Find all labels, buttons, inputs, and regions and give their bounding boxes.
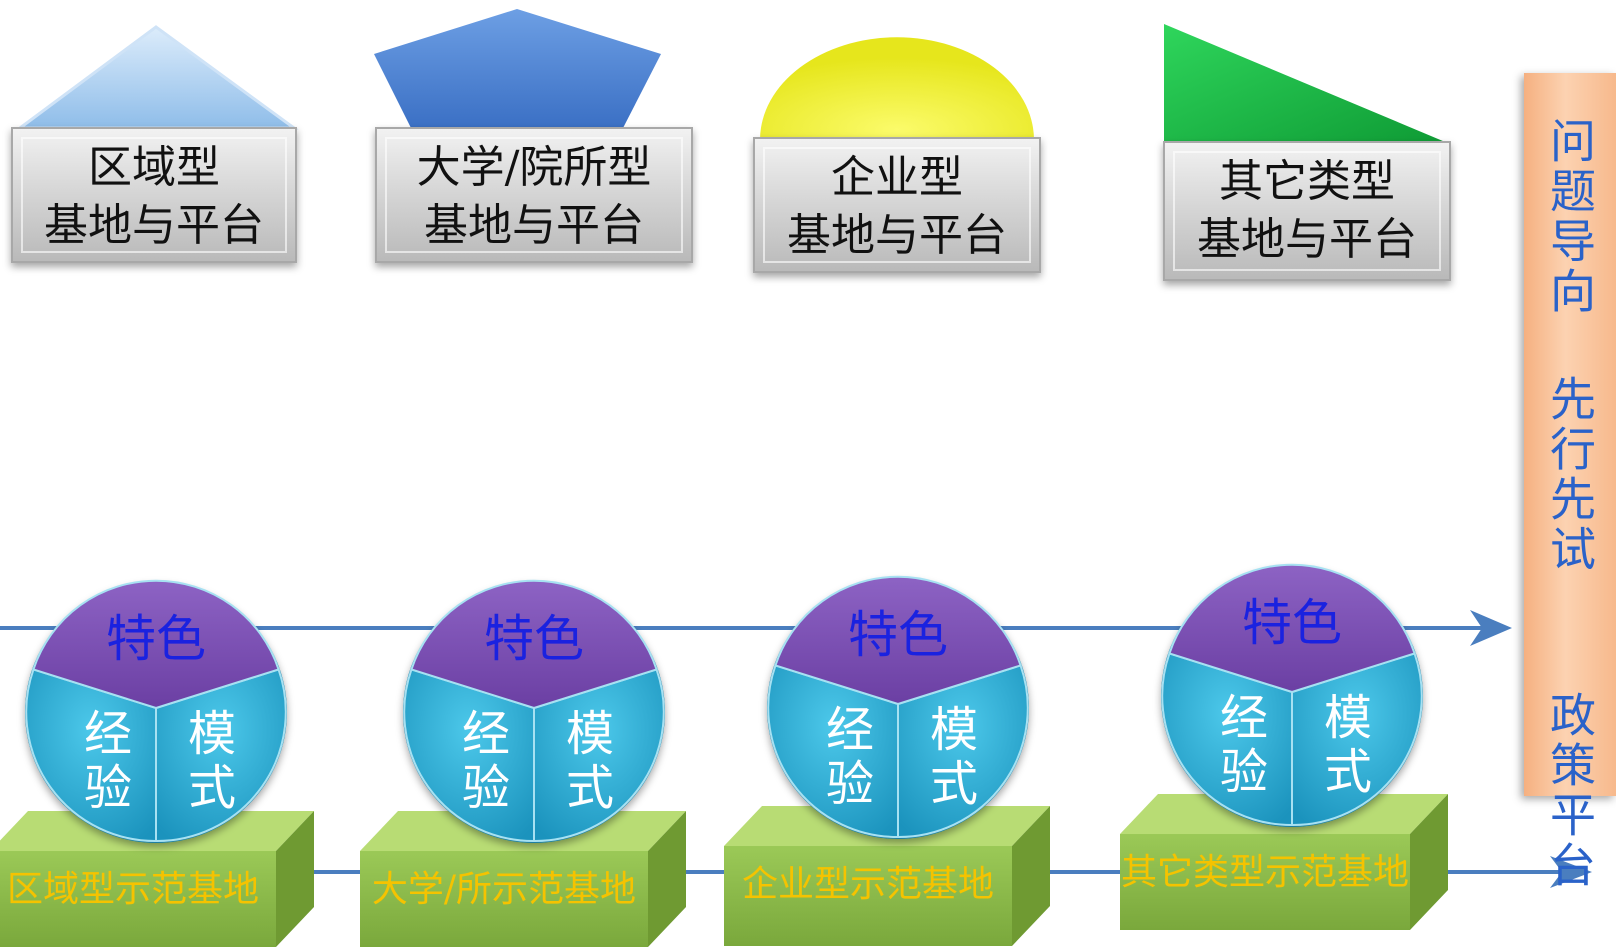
circle-label-top: 特色 (106, 610, 206, 668)
base-label: 其它类型示范基地 (1121, 852, 1409, 893)
base-label: 大学/所示范基地 (372, 869, 636, 910)
type-label-line1: 区域型 (88, 142, 220, 193)
type-label-line2: 基地与平台 (1197, 214, 1417, 265)
type-2-pentagon-icon (374, 9, 661, 130)
circle-label-left-char: 经 (462, 706, 510, 762)
type-1-triangle-icon (15, 25, 299, 130)
type-label-line1: 其它类型 (1219, 156, 1395, 207)
base-label: 企业型示范基地 (742, 864, 994, 905)
circle-label-right-char: 式 (930, 756, 978, 812)
side-panel-text: 问题导向 先行先试 政策平台 (1543, 117, 1597, 891)
type-label-line1: 企业型 (831, 152, 963, 203)
lower-arrow-head-icon (1550, 856, 1592, 888)
base-block-2: 大学/所示范基地 (360, 811, 686, 947)
circle-label-top: 特色 (1242, 594, 1342, 652)
circle-label-left-char: 验 (84, 760, 132, 816)
circle-label-left-char: 经 (1220, 690, 1268, 746)
type-label-line2: 基地与平台 (424, 200, 644, 251)
circle-label-left-char: 验 (826, 756, 874, 812)
type-label-line2: 基地与平台 (44, 200, 264, 251)
circle-label-left-char: 经 (84, 706, 132, 762)
circle-label-right-char: 模 (566, 706, 614, 762)
circle-label-top: 特色 (848, 606, 948, 664)
circle-label-top: 特色 (484, 610, 584, 668)
circle-label-left-char: 验 (1220, 744, 1268, 800)
circle-label-right-char: 模 (188, 706, 236, 762)
circle-label-right-char: 模 (1324, 690, 1372, 746)
type-3-semicircle-icon (760, 37, 1034, 140)
circle-label-left-char: 经 (826, 702, 874, 758)
circle-label-right-char: 式 (566, 760, 614, 816)
circle-label-left-char: 验 (462, 760, 510, 816)
circle-label-right-char: 模 (930, 702, 978, 758)
type-label-line1: 大学/院所型 (417, 142, 652, 193)
upper-arrow-head-icon (1470, 610, 1512, 646)
side-panel: 问题导向 先行先试 政策平台 (1524, 73, 1616, 891)
base-label: 区域型示范基地 (7, 869, 259, 910)
type-label-line2: 基地与平台 (787, 210, 1007, 261)
circle-label-right-char: 式 (1324, 744, 1372, 800)
type-4-right-triangle-icon (1164, 24, 1450, 144)
circle-label-right-char: 式 (188, 760, 236, 816)
